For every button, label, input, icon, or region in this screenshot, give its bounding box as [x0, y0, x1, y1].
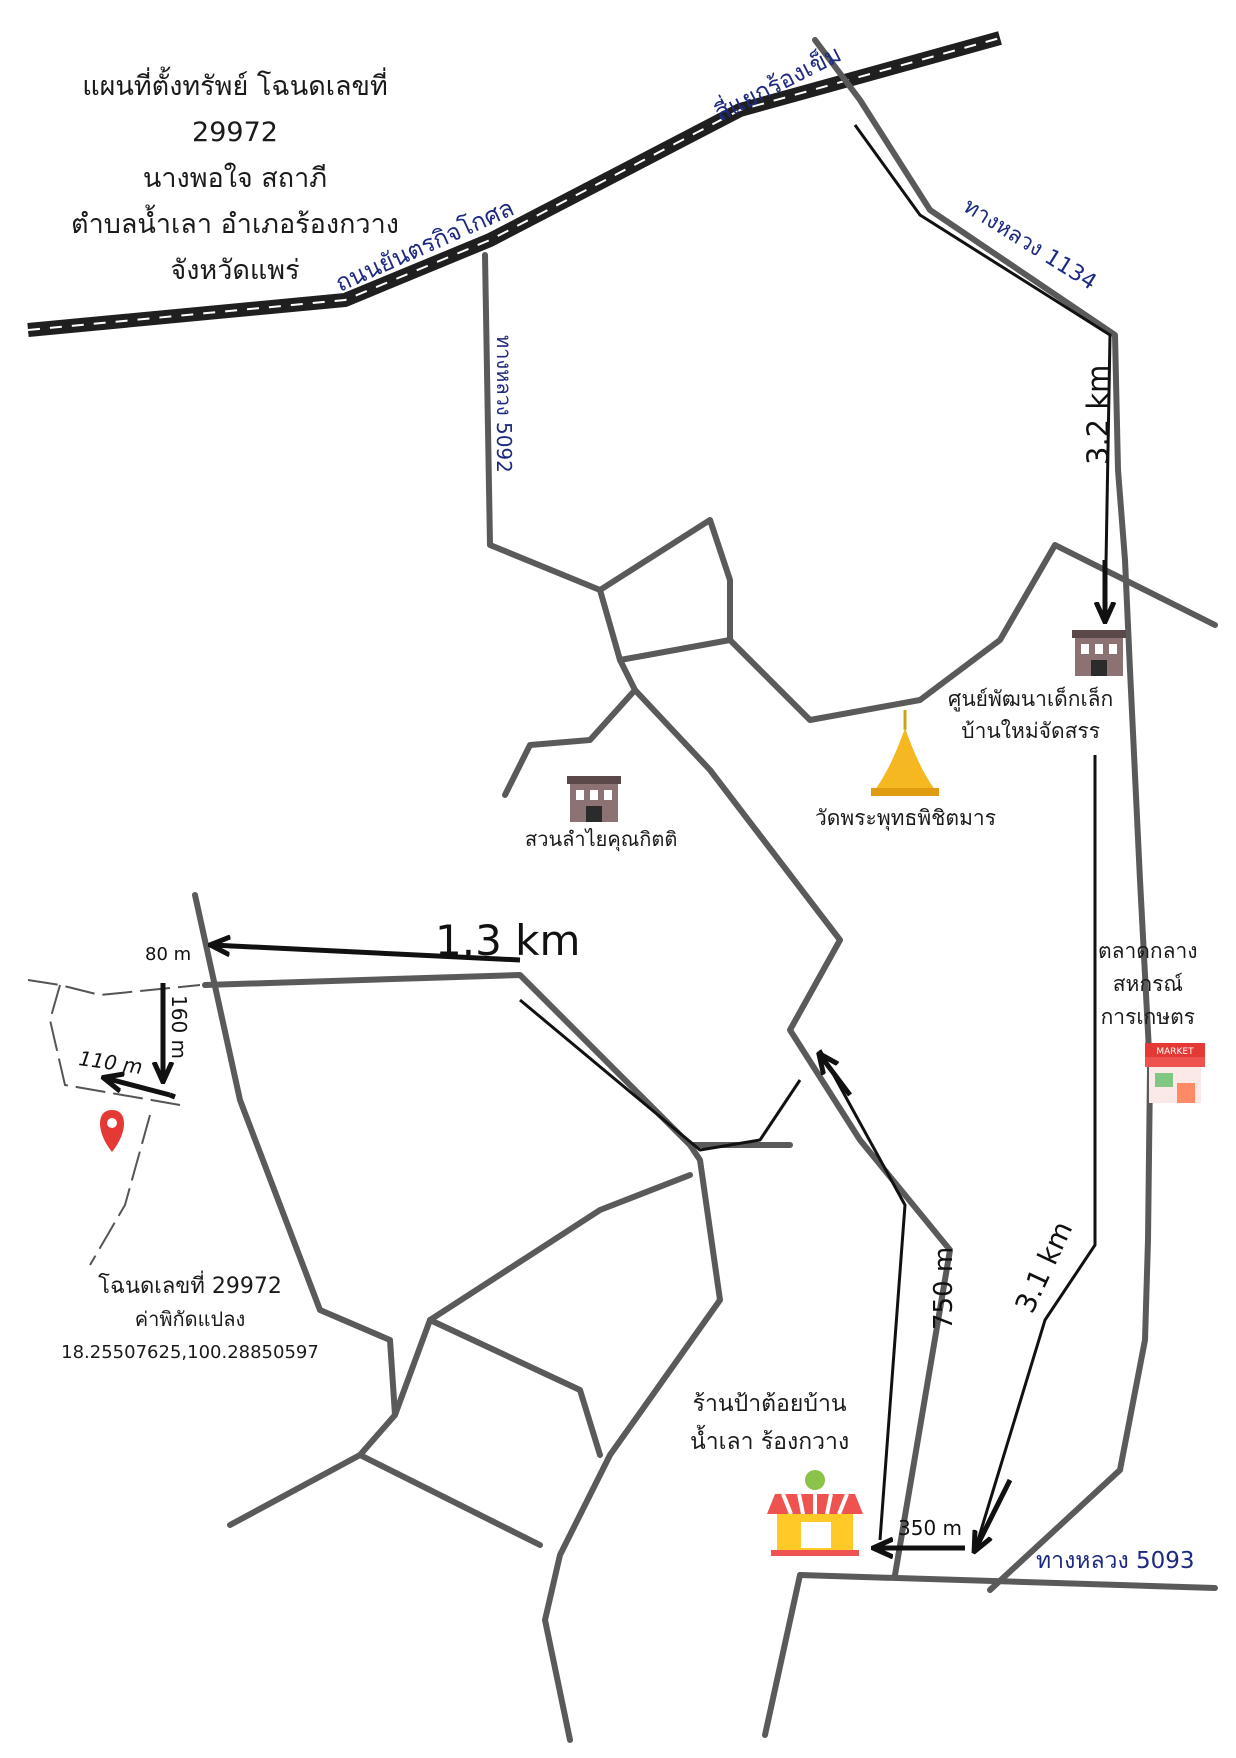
- orchard-label: สวนลำไยคุณกิตติ: [525, 827, 678, 851]
- market-label-line-3: การเกษตร: [1100, 1005, 1196, 1029]
- childcare-label-line-2: บ้านใหม่จัดสรร: [961, 719, 1100, 743]
- parcel-coord-label: ค่าพิกัดแปลง: [134, 1307, 246, 1331]
- main-highway: [27, 31, 1002, 337]
- location-pin-icon: [100, 1110, 124, 1152]
- childcare-label: ศูนย์พัฒนาเด็กเล็ก บ้านใหม่จัดสรร: [948, 683, 1113, 747]
- parcel-info: โฉนดเลขที่ 29972 ค่าพิกัดแปลง 18.2550762…: [40, 1270, 340, 1369]
- market-label-line-2: สหกรณ์: [1112, 972, 1183, 996]
- title-line-5: จังหวัดแพร่: [170, 255, 300, 286]
- distance-1-3km: 1.3 km: [435, 916, 580, 965]
- parcel-boundary: [27, 979, 201, 1266]
- distance-160m: 160 m: [167, 995, 191, 1059]
- market-label-line-1: ตลาดกลาง: [1098, 939, 1198, 963]
- distance-350m: 350 m: [898, 1516, 962, 1540]
- childcare-label-line-1: ศูนย์พัฒนาเด็กเล็ก: [948, 687, 1114, 711]
- distance-110m: 110 m: [77, 1046, 144, 1079]
- shop-label-line-1: ร้านป้าต้อยบ้าน: [692, 1391, 847, 1417]
- childcare-building-icon: [1072, 630, 1126, 676]
- route-lines: [519, 124, 1112, 1551]
- temple-label: วัดพระพุทธพิชิตมาร: [815, 806, 996, 830]
- orchard-building-icon: [567, 776, 621, 822]
- market-label: ตลาดกลาง สหกรณ์ การเกษตร: [1098, 935, 1198, 1034]
- parcel-deed-label: โฉนดเลขที่ 29972: [98, 1274, 282, 1299]
- distance-3-2km: 3.2 km: [1081, 365, 1115, 465]
- title-line-4: ตำบลน้ำเลา อำเภอร้องกวาง: [71, 209, 399, 240]
- hw5092-name: ทางหลวง 5092: [492, 335, 516, 473]
- title-line-2: 29972: [192, 117, 278, 148]
- hw5093-name: ทางหลวง 5093: [1036, 1548, 1195, 1574]
- temple-pagoda-icon: [871, 710, 939, 796]
- market-icon: MARKET: [1145, 1043, 1205, 1103]
- shop-label-line-2: น้ำเลา ร้องกวาง: [690, 1429, 850, 1455]
- route-arrows: [105, 560, 1105, 1550]
- map-title: แผนที่ตั้งทรัพย์ โฉนดเลขที่ 29972 นางพอใ…: [40, 64, 430, 294]
- shop-icon: [767, 1470, 863, 1556]
- title-line-3: นางพอใจ สถาภี: [142, 163, 328, 194]
- distance-750m: 750 m: [929, 1247, 959, 1330]
- parcel-coords: 18.25507625,100.28850597: [61, 1342, 319, 1363]
- title-line-1: แผนที่ตั้งทรัพย์ โฉนดเลขที่: [82, 71, 388, 102]
- distance-3-1km: 3.1 km: [1008, 1216, 1079, 1318]
- shop-label: ร้านป้าต้อยบ้าน น้ำเลา ร้องกวาง: [690, 1385, 849, 1461]
- distance-80m: 80 m: [145, 944, 191, 965]
- market-sign-text: MARKET: [1156, 1047, 1194, 1057]
